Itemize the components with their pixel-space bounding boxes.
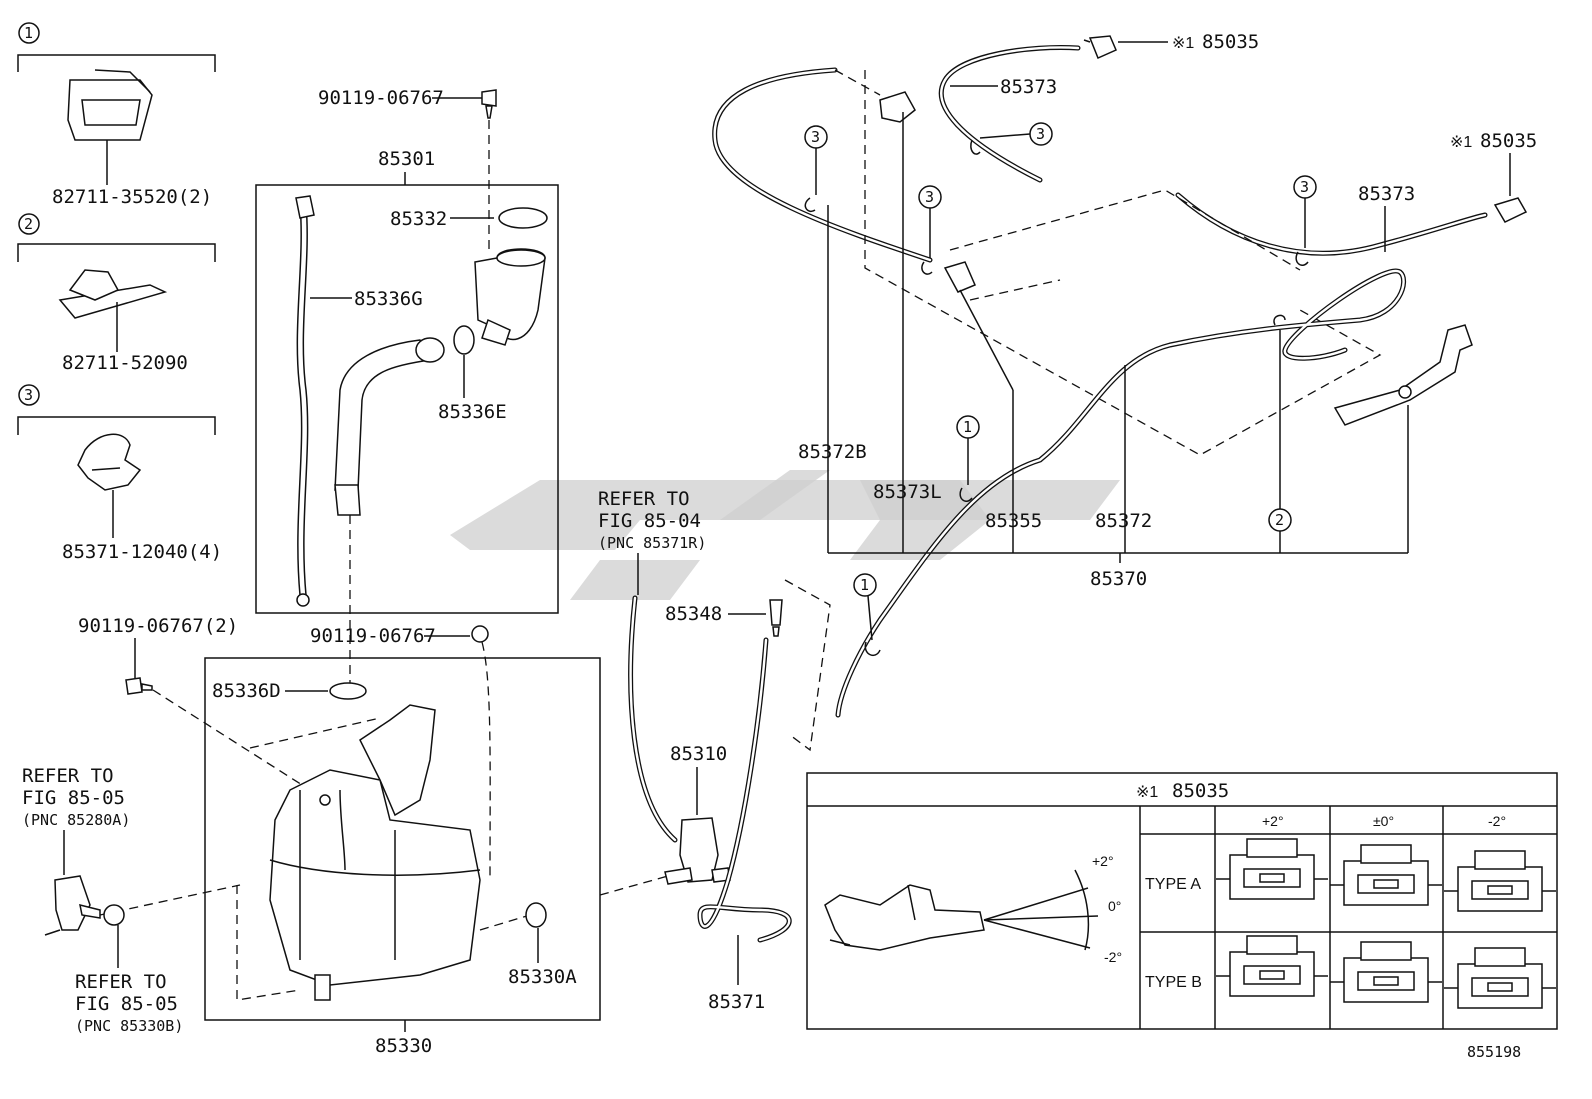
col-minus2: -2° <box>1488 813 1506 829</box>
callout-1-a: 1 <box>963 418 972 436</box>
callout-3-c: 3 <box>925 188 934 206</box>
filler-neck-icon <box>474 248 546 346</box>
pump-left-icon <box>44 875 101 936</box>
legend-num-3: 3 <box>24 386 33 404</box>
row-type-b: TYPE B <box>1145 974 1202 991</box>
filler-hose-icon <box>334 337 445 516</box>
grommet-ref-line3: (PNC 85330B) <box>75 1017 183 1035</box>
label-85372: 85372 <box>1095 510 1152 532</box>
angle-zero: 0° <box>1108 898 1121 914</box>
label-85336D: 85336D <box>212 680 281 702</box>
note-mark-top: ※1 <box>1172 35 1194 52</box>
pump-85310-icon <box>664 817 731 885</box>
pump-ref-line2: FIG 85-05 <box>22 787 125 809</box>
junction-85355-icon <box>943 261 976 293</box>
label-85336G: 85336G <box>354 288 423 310</box>
label-90119-top: 90119-06767 <box>318 87 444 109</box>
legend-part-1: 82711-35520(2) <box>52 186 212 208</box>
legend-num-1: 1 <box>24 24 33 42</box>
seal-85336E-icon <box>453 325 475 355</box>
label-85373-top: 85373 <box>1000 76 1057 98</box>
nozzle-type-table: ※1 85035 +2° ±0° -2° TYPE A TYPE B +2° 0… <box>806 772 1558 1030</box>
clip-1-icon <box>67 69 153 141</box>
label-85355: 85355 <box>985 510 1042 532</box>
label-85371: 85371 <box>708 991 765 1013</box>
washer-tank-icon <box>269 704 481 1001</box>
legend-part-3: 85371-12040(4) <box>62 541 222 563</box>
label-85348: 85348 <box>665 603 722 625</box>
pump-ref-line1: REFER TO <box>22 765 114 787</box>
pump-ref-line3: (PNC 85280A) <box>22 811 130 829</box>
hose-ref-line1: REFER TO <box>598 488 690 510</box>
hose-ref-line2: FIG 85-04 <box>598 510 701 532</box>
bolt-top-icon <box>481 89 497 119</box>
level-gauge-icon <box>295 195 315 607</box>
grommet-85330A-icon <box>525 902 547 928</box>
grommet-85336D-icon <box>329 682 367 700</box>
hose-85373-right <box>1175 192 1488 256</box>
label-85373-right: 85373 <box>1358 183 1415 205</box>
connector-type-a-1-icon <box>1216 838 1328 900</box>
cap-85332-icon <box>498 207 548 229</box>
callout-3-d: 3 <box>1300 178 1309 196</box>
connector-85348-icon <box>769 599 783 637</box>
bolt-left-icon <box>125 677 153 695</box>
legend-part-2: 82711-52090 <box>62 352 188 374</box>
note-mark-right: ※1 <box>1450 134 1472 151</box>
connector-type-b-3-icon <box>1444 947 1556 1009</box>
table-title-part: 85035 <box>1172 780 1229 802</box>
grommet-ref-line1: REFER TO <box>75 971 167 993</box>
hose-ref-line <box>628 595 678 843</box>
hose-85373-top <box>938 45 1081 183</box>
row-type-a: TYPE A <box>1145 876 1201 893</box>
bracket-hose-icon <box>1333 324 1473 426</box>
label-85373L: 85373L <box>873 481 942 503</box>
legend: 1 82711-35520(2) 2 82711-52090 3 85371-1… <box>17 22 222 563</box>
label-90119-mid: 90119-06767 <box>310 625 436 647</box>
legend-num-2: 2 <box>24 215 33 233</box>
label-85301: 85301 <box>378 148 435 170</box>
label-85330A: 85330A <box>508 966 577 988</box>
callout-2: 2 <box>1275 511 1284 529</box>
label-85372B: 85372B <box>798 441 867 463</box>
connector-type-a-2-icon <box>1330 844 1442 906</box>
diagram-number: 855198 <box>1467 1043 1521 1061</box>
hose-ref-line3: (PNC 85371R) <box>598 534 706 552</box>
label-90119-left: 90119-06767(2) <box>78 615 238 637</box>
label-85310: 85310 <box>670 743 727 765</box>
angle-minus: -2° <box>1104 949 1122 965</box>
grommet-left-icon <box>103 904 125 926</box>
table-title-mark: ※1 <box>1136 784 1158 801</box>
connector-cells <box>1216 838 1556 1009</box>
clip-3-icon <box>77 433 142 491</box>
watermark-logo <box>450 470 1120 600</box>
callout-3-a: 3 <box>1036 125 1045 143</box>
bolt-mid-icon <box>471 625 489 643</box>
box-85330 <box>204 657 601 1021</box>
connector-type-b-2-icon <box>1330 941 1442 1003</box>
nozzle-top-icon <box>879 91 916 123</box>
connector-type-a-3-icon <box>1444 850 1556 912</box>
label-85035-top: 85035 <box>1202 31 1259 53</box>
label-85336E: 85336E <box>438 401 507 423</box>
label-85332: 85332 <box>390 208 447 230</box>
label-85330: 85330 <box>375 1035 432 1057</box>
angle-plus: +2° <box>1092 853 1114 869</box>
nozzle-side-view-icon <box>824 884 985 951</box>
grommet-ref-line2: FIG 85-05 <box>75 993 178 1015</box>
callout-1-b: 1 <box>860 576 869 594</box>
nozzle-85035-top-icon <box>1083 35 1117 60</box>
callout-3-b: 3 <box>811 128 820 146</box>
hose-85371 <box>697 637 792 943</box>
clip-2-icon <box>58 269 168 319</box>
box-85301 <box>255 184 559 614</box>
connector-type-b-1-icon <box>1216 935 1328 997</box>
col-zero: ±0° <box>1373 813 1394 829</box>
label-85370: 85370 <box>1090 568 1147 590</box>
nozzle-85035-right-icon <box>1493 197 1528 223</box>
label-85035-right: 85035 <box>1480 130 1537 152</box>
col-plus2: +2° <box>1262 813 1284 829</box>
